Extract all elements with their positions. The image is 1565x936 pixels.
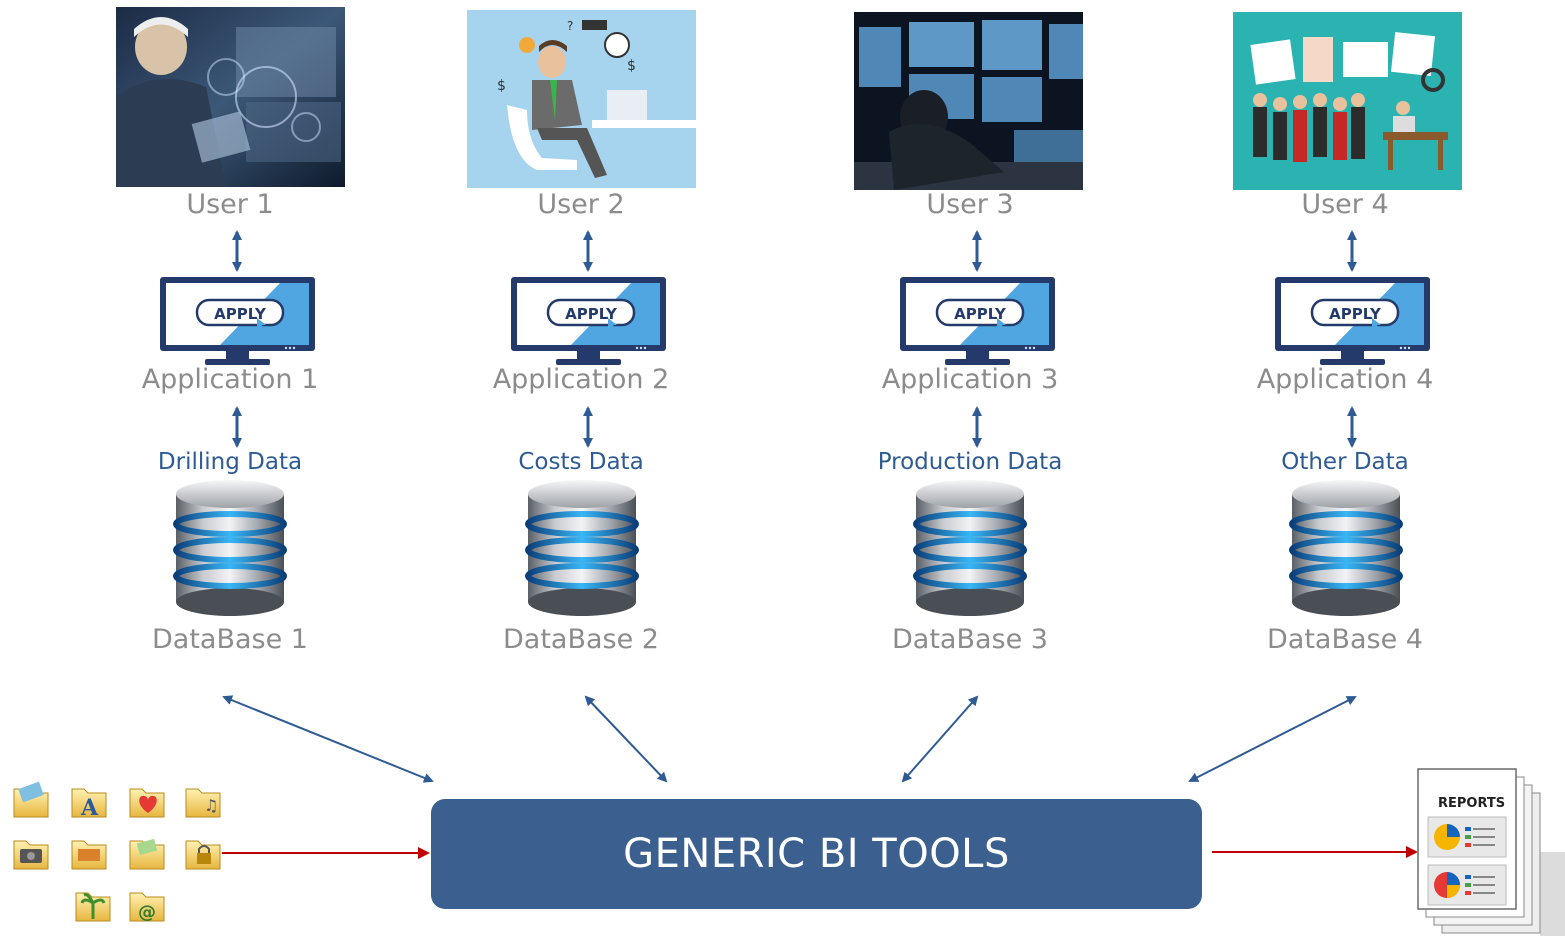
user-3-label: User 3	[926, 189, 1014, 220]
database-4-label: DataBase 4	[1267, 624, 1423, 655]
folder-icon: ♫	[185, 788, 221, 818]
svg-text:$: $	[497, 78, 506, 94]
data-1-label: Drilling Data	[157, 449, 303, 475]
folder-icons-cluster: A ♫ @	[13, 781, 221, 923]
folder-icon	[129, 788, 165, 818]
apply-label: APPLY	[214, 305, 267, 323]
svg-text:@: @	[138, 902, 156, 923]
user-2-photo: $ $ ?	[467, 10, 696, 188]
monitor-icon: APPLY	[511, 277, 666, 365]
folder-icon	[13, 781, 49, 818]
database-1-label: DataBase 1	[152, 624, 308, 655]
database-icon	[173, 480, 287, 616]
database-icon	[913, 480, 1027, 616]
user-4-photo	[1233, 12, 1462, 190]
apply-label: APPLY	[565, 305, 618, 323]
data-2-label: Costs Data	[518, 449, 644, 475]
data-3-label: Production Data	[877, 449, 1063, 475]
svg-text:A: A	[80, 795, 99, 821]
application-3-label: Application 3	[881, 364, 1059, 395]
folder-icon	[75, 892, 111, 922]
db-4-bi-arrow	[1188, 696, 1357, 782]
folder-icon	[129, 838, 165, 870]
svg-text:?: ?	[567, 19, 573, 33]
user-1-photo	[116, 7, 345, 187]
monitor-icon: APPLY	[160, 277, 315, 365]
application-2-label: Application 2	[492, 364, 670, 395]
monitor-icon: APPLY	[1275, 277, 1430, 365]
db-1-bi-arrow	[222, 695, 434, 783]
user-3-photo	[854, 12, 1083, 190]
folder-icon: @	[129, 892, 165, 923]
svg-text:♫: ♫	[204, 796, 218, 815]
db-2-bi-arrow	[584, 695, 668, 783]
db-bi-connectors	[222, 695, 1357, 783]
apply-label: APPLY	[954, 305, 1007, 323]
monitor-icon: APPLY	[900, 277, 1055, 365]
user-2-label: User 2	[537, 189, 625, 220]
user-1-label: User 1	[186, 189, 274, 220]
db-3-bi-arrow	[901, 695, 979, 783]
database-2-label: DataBase 2	[503, 624, 659, 655]
reports-icon: REPORTS	[1417, 768, 1565, 936]
folder-icon: A	[71, 788, 107, 821]
database-icon	[1289, 480, 1403, 616]
user-app-connectors	[232, 230, 1357, 272]
database-3-label: DataBase 3	[892, 624, 1048, 655]
database-icon	[525, 480, 639, 616]
user-4-label: User 4	[1301, 189, 1389, 220]
reports-label: REPORTS	[1438, 796, 1505, 811]
folder-icon	[185, 840, 221, 870]
folder-icon	[13, 840, 49, 870]
folder-icon	[71, 840, 107, 870]
application-1-label: Application 1	[141, 364, 319, 395]
data-4-label: Other Data	[1281, 449, 1409, 475]
apply-label: APPLY	[1329, 305, 1382, 323]
svg-text:$: $	[627, 58, 636, 74]
bi-tools-box: GENERIC BI TOOLS	[431, 799, 1202, 909]
bi-tools-label: GENERIC BI TOOLS	[623, 831, 1010, 877]
app-data-connectors	[232, 406, 1357, 448]
application-4-label: Application 4	[1256, 364, 1434, 395]
